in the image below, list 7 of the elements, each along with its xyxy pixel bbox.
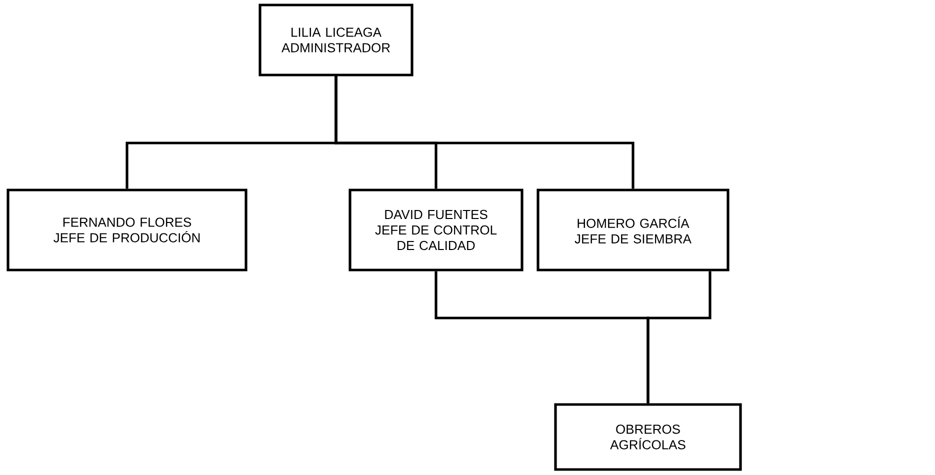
org-box: DAVID FUENTES JEFE DE CONTROL DE CALIDAD [348, 188, 524, 272]
org-box: FERNANDO FLORES JEFE DE PRODUCCIÓN [6, 188, 248, 272]
org-box: LILIA LICEAGA ADMINISTRADOR [258, 4, 414, 76]
connector-line [334, 76, 634, 189]
org-box: OBREROS AGRÍCOLAS [554, 403, 742, 471]
org-box: HOMERO GARCÍA JEFE DE SIEMBRA [536, 188, 730, 272]
connector-line [646, 271, 712, 404]
